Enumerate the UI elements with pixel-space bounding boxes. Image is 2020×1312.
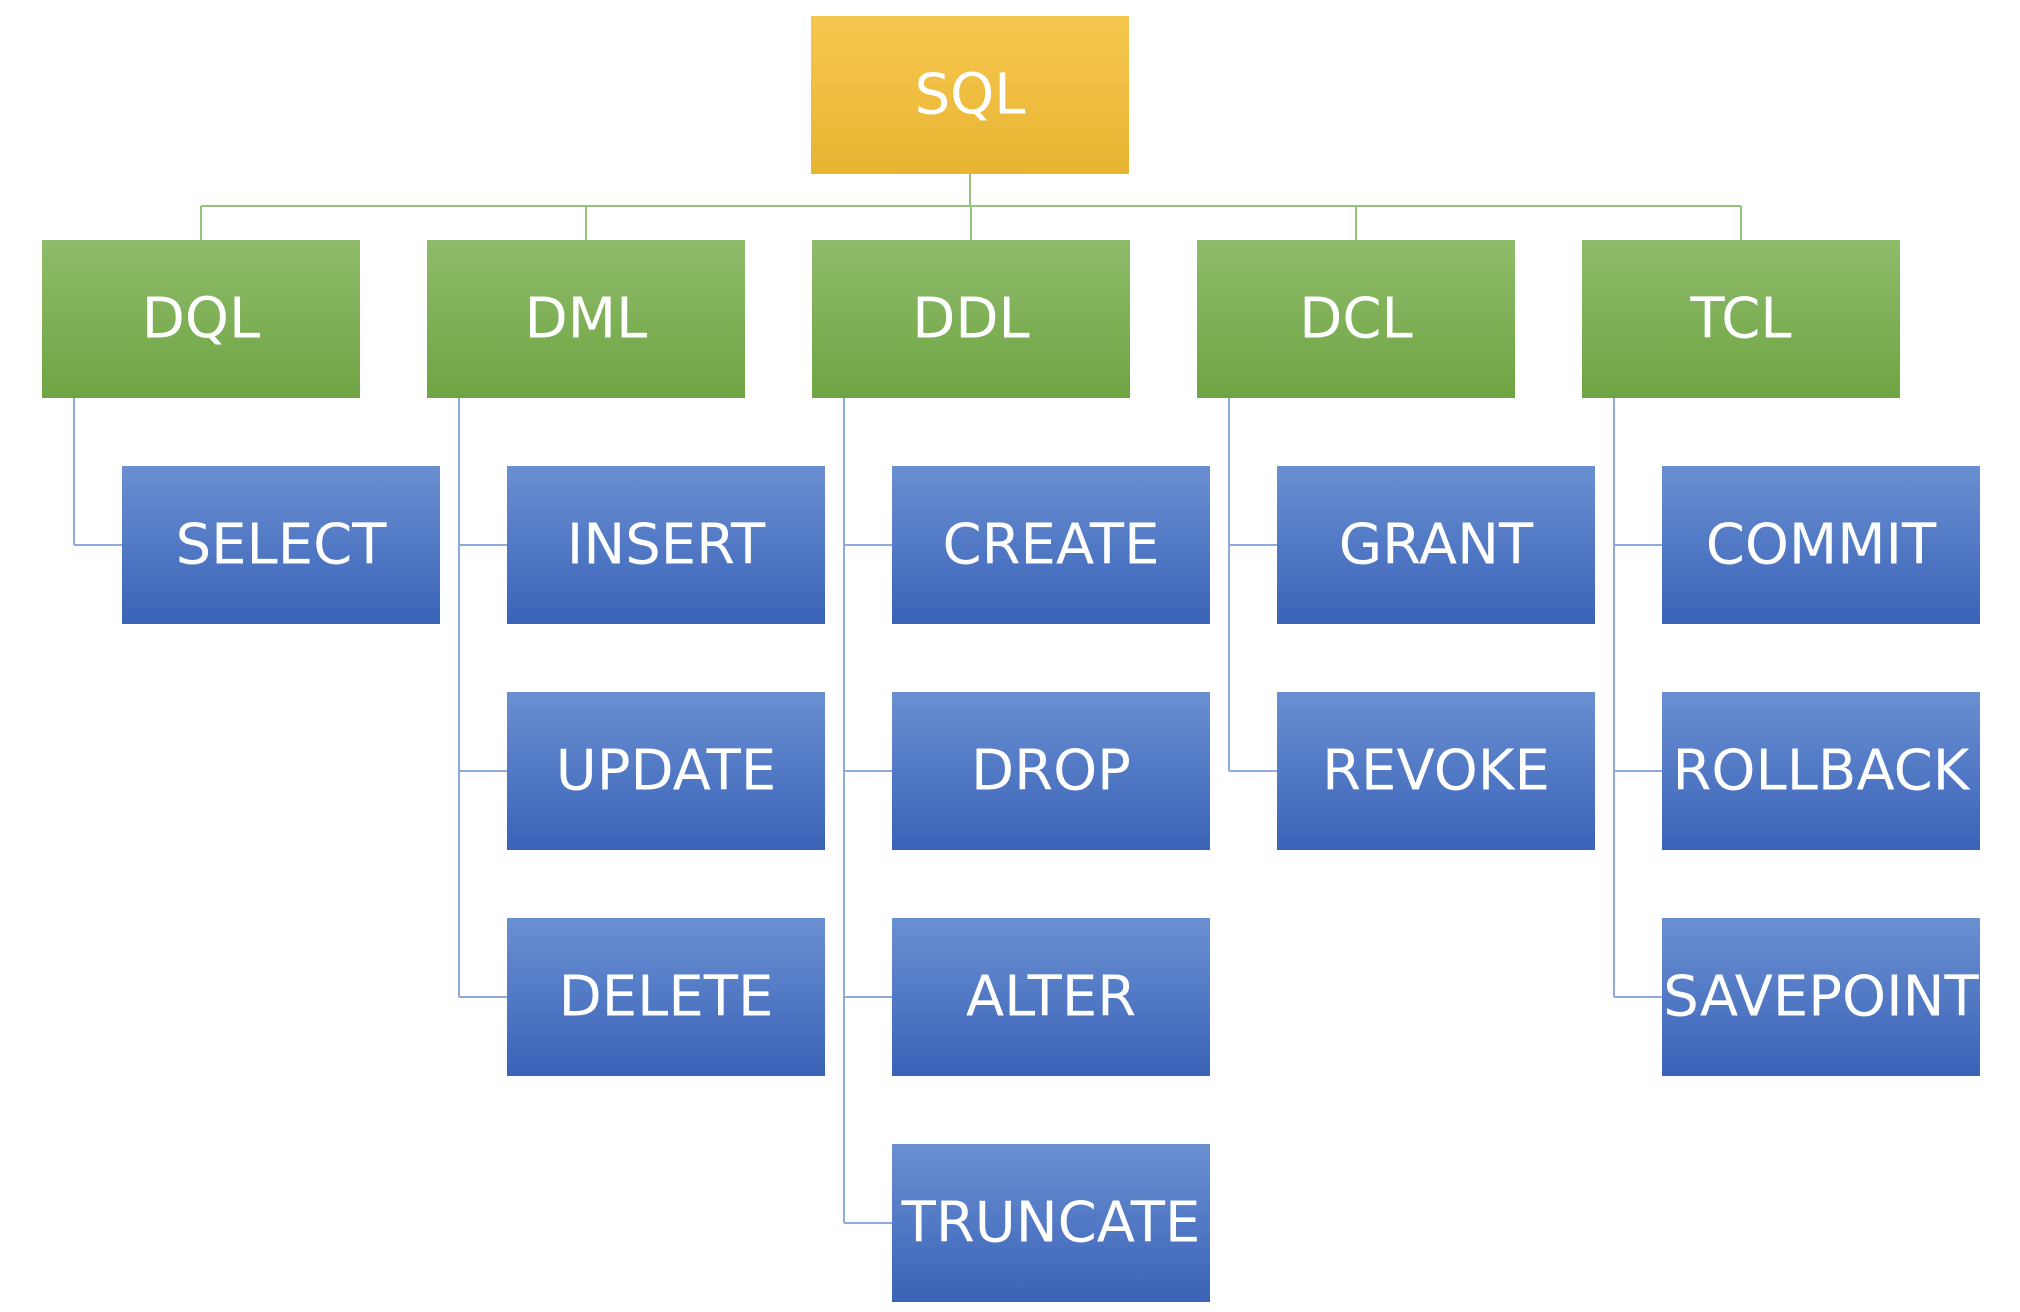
command-box <box>1277 466 1595 624</box>
category-node-dml: DML <box>427 240 745 398</box>
command-box <box>122 466 440 624</box>
category-label: DQL <box>142 287 260 352</box>
command-label: SAVEPOINT <box>1663 965 1979 1030</box>
root-node-label: SQL <box>915 63 1026 128</box>
category-label: DML <box>525 287 648 352</box>
command-label: DROP <box>971 739 1131 804</box>
category-box <box>42 240 360 398</box>
command-box <box>892 466 1210 624</box>
command-label: TRUNCATE <box>901 1191 1201 1256</box>
command-box <box>1662 466 1980 624</box>
category-label: TCL <box>1689 287 1791 352</box>
command-node-savepoint: SAVEPOINT <box>1662 918 1980 1076</box>
command-box <box>507 692 825 850</box>
command-node-commit: COMMIT <box>1662 466 1980 624</box>
root-node: SQL <box>811 16 1129 174</box>
command-node-alter: ALTER <box>892 918 1210 1076</box>
command-label: COMMIT <box>1706 513 1937 578</box>
category-node-dcl: DCL <box>1197 240 1515 398</box>
command-label: ROLLBACK <box>1673 739 1971 804</box>
command-box <box>1662 692 1980 850</box>
command-node-grant: GRANT <box>1277 466 1595 624</box>
command-box <box>892 918 1210 1076</box>
root-node-box <box>811 16 1129 174</box>
command-node-delete: DELETE <box>507 918 825 1076</box>
category-box <box>427 240 745 398</box>
command-node-rollback: ROLLBACK <box>1662 692 1980 850</box>
command-label: CREATE <box>943 513 1160 578</box>
command-box <box>892 692 1210 850</box>
command-box <box>1662 918 1980 1076</box>
category-box <box>1197 240 1515 398</box>
command-label: REVOKE <box>1322 739 1550 804</box>
category-label: DCL <box>1299 287 1412 352</box>
category-node-tcl: TCL <box>1582 240 1900 398</box>
category-box <box>1582 240 1900 398</box>
command-box <box>892 1144 1210 1302</box>
command-label: GRANT <box>1339 513 1534 578</box>
category-node-ddl: DDL <box>812 240 1130 398</box>
command-node-insert: INSERT <box>507 466 825 624</box>
command-label: DELETE <box>559 965 774 1030</box>
command-node-update: UPDATE <box>507 692 825 850</box>
diagram-nodes: SQL DQL SELECT DML INSERT UPDATE DELETE DDL CREA… <box>42 16 1980 1302</box>
command-node-truncate: TRUNCATE <box>892 1144 1210 1302</box>
command-label: ALTER <box>966 965 1136 1030</box>
command-box <box>507 466 825 624</box>
command-box <box>507 918 825 1076</box>
command-node-drop: DROP <box>892 692 1210 850</box>
command-box <box>1277 692 1595 850</box>
command-label: SELECT <box>176 513 388 578</box>
command-node-select: SELECT <box>122 466 440 624</box>
category-label: DDL <box>912 287 1029 352</box>
command-node-create: CREATE <box>892 466 1210 624</box>
command-label: UPDATE <box>556 739 776 804</box>
connector-lines <box>73 174 1742 1224</box>
category-node-dql: DQL <box>42 240 360 398</box>
category-box <box>812 240 1130 398</box>
command-node-revoke: REVOKE <box>1277 692 1595 850</box>
command-label: INSERT <box>567 513 766 578</box>
